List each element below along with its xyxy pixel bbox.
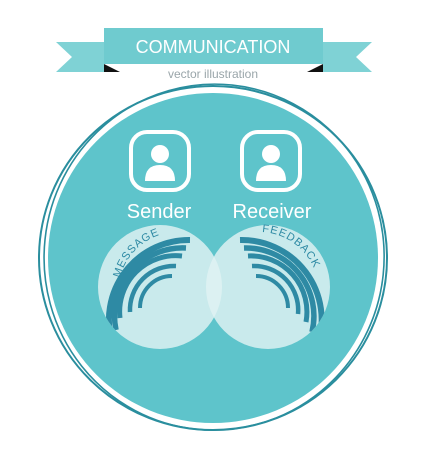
receiver-avatar-frame	[240, 130, 302, 192]
sender-group: Sender	[127, 130, 192, 223]
ribbon-right-fold	[307, 64, 323, 72]
title-ribbon: COMMUNICATION vector illustration	[56, 28, 372, 81]
message-bubble	[98, 225, 222, 349]
banner-title: COMMUNICATION	[136, 37, 291, 57]
bubbles	[98, 225, 330, 349]
ribbon-left-tail	[56, 42, 104, 72]
sender-avatar-frame	[129, 130, 191, 192]
sender-label: Sender	[127, 201, 192, 223]
ribbon-band	[104, 28, 323, 64]
outer-ring-offset	[43, 83, 385, 431]
feedback-bubble	[206, 225, 330, 349]
ribbon-right-tail	[323, 42, 372, 72]
person-icon	[256, 145, 286, 181]
receiver-label: Receiver	[233, 201, 312, 223]
ribbon-left-fold	[104, 64, 120, 72]
banner-subtitle: vector illustration	[168, 67, 258, 81]
receiver-group: Receiver	[233, 130, 312, 223]
person-icon	[145, 145, 175, 181]
